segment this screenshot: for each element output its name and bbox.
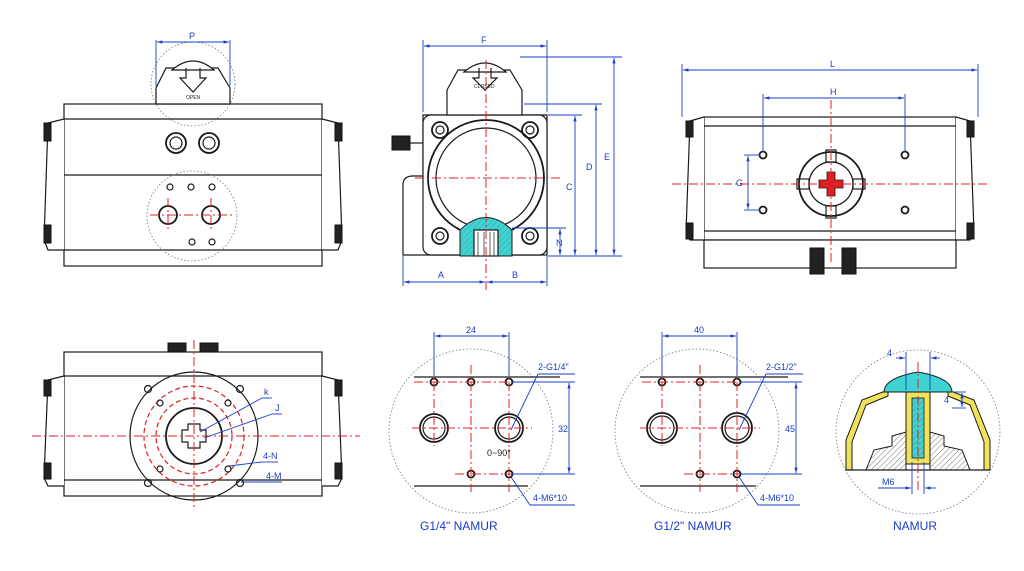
dim-c-label: C <box>566 182 573 192</box>
dim-d-label: D <box>586 162 593 172</box>
open-indicator-label: OPEN <box>186 95 201 101</box>
namur-dim-4-top: 4 <box>887 348 892 358</box>
top-view: L H G <box>672 59 990 275</box>
screw-m6-label-1: 4-M6*10 <box>533 493 567 503</box>
g12-namur-view: 40 45 2-G1/2" 4-M6*10 G1/2" NAMUR <box>614 325 803 533</box>
dim-e-label: E <box>604 152 610 162</box>
dim-4n-label: 4-N <box>263 451 278 461</box>
g14-namur-title: G1/4" NAMUR <box>420 519 498 533</box>
angle-label: 0~90° <box>487 448 511 458</box>
namur-section-view: 4 4 M6 NAMUR <box>835 348 1001 533</box>
dim-l-label: L <box>830 59 835 69</box>
namur-title: NAMUR <box>893 519 937 533</box>
dim-n-label: N <box>556 238 563 248</box>
dim-g-label: G <box>736 178 743 188</box>
g14-namur-view: 24 32 2-G1/4" 4-M6*10 0~90° G1/4" NAMUR <box>388 325 575 533</box>
closed-indicator-label: CLOSED <box>474 84 495 90</box>
dim-b-label: B <box>512 270 518 280</box>
dim-j-label: J <box>275 403 280 413</box>
screw-m6-label-2: 4-M6*10 <box>760 493 794 503</box>
dim-a-label: A <box>438 270 444 280</box>
dim-p-label: P <box>189 31 195 41</box>
port-g12-label: 2-G1/2" <box>766 362 797 372</box>
dim-h-label: H <box>830 87 837 97</box>
dim-4m-label: 4-M <box>266 471 282 481</box>
side-view: CLOSED F A B C D <box>391 35 622 290</box>
front-view: OPEN P <box>43 31 343 267</box>
g12-namur-title: G1/2" NAMUR <box>654 519 732 533</box>
bottom-view: k J 4-N 4-M <box>32 340 360 510</box>
dim-32-label: 32 <box>558 424 568 434</box>
dim-40-label: 40 <box>694 325 704 335</box>
dim-24-label: 24 <box>466 325 476 335</box>
namur-dim-4-side: 4 <box>944 395 949 405</box>
port-g14-label: 2-G1/4" <box>538 362 569 372</box>
dim-k-label: k <box>264 387 269 397</box>
namur-dim-m6: M6 <box>882 477 895 487</box>
dim-45-label: 45 <box>785 424 795 434</box>
dim-f-label: F <box>481 35 487 45</box>
